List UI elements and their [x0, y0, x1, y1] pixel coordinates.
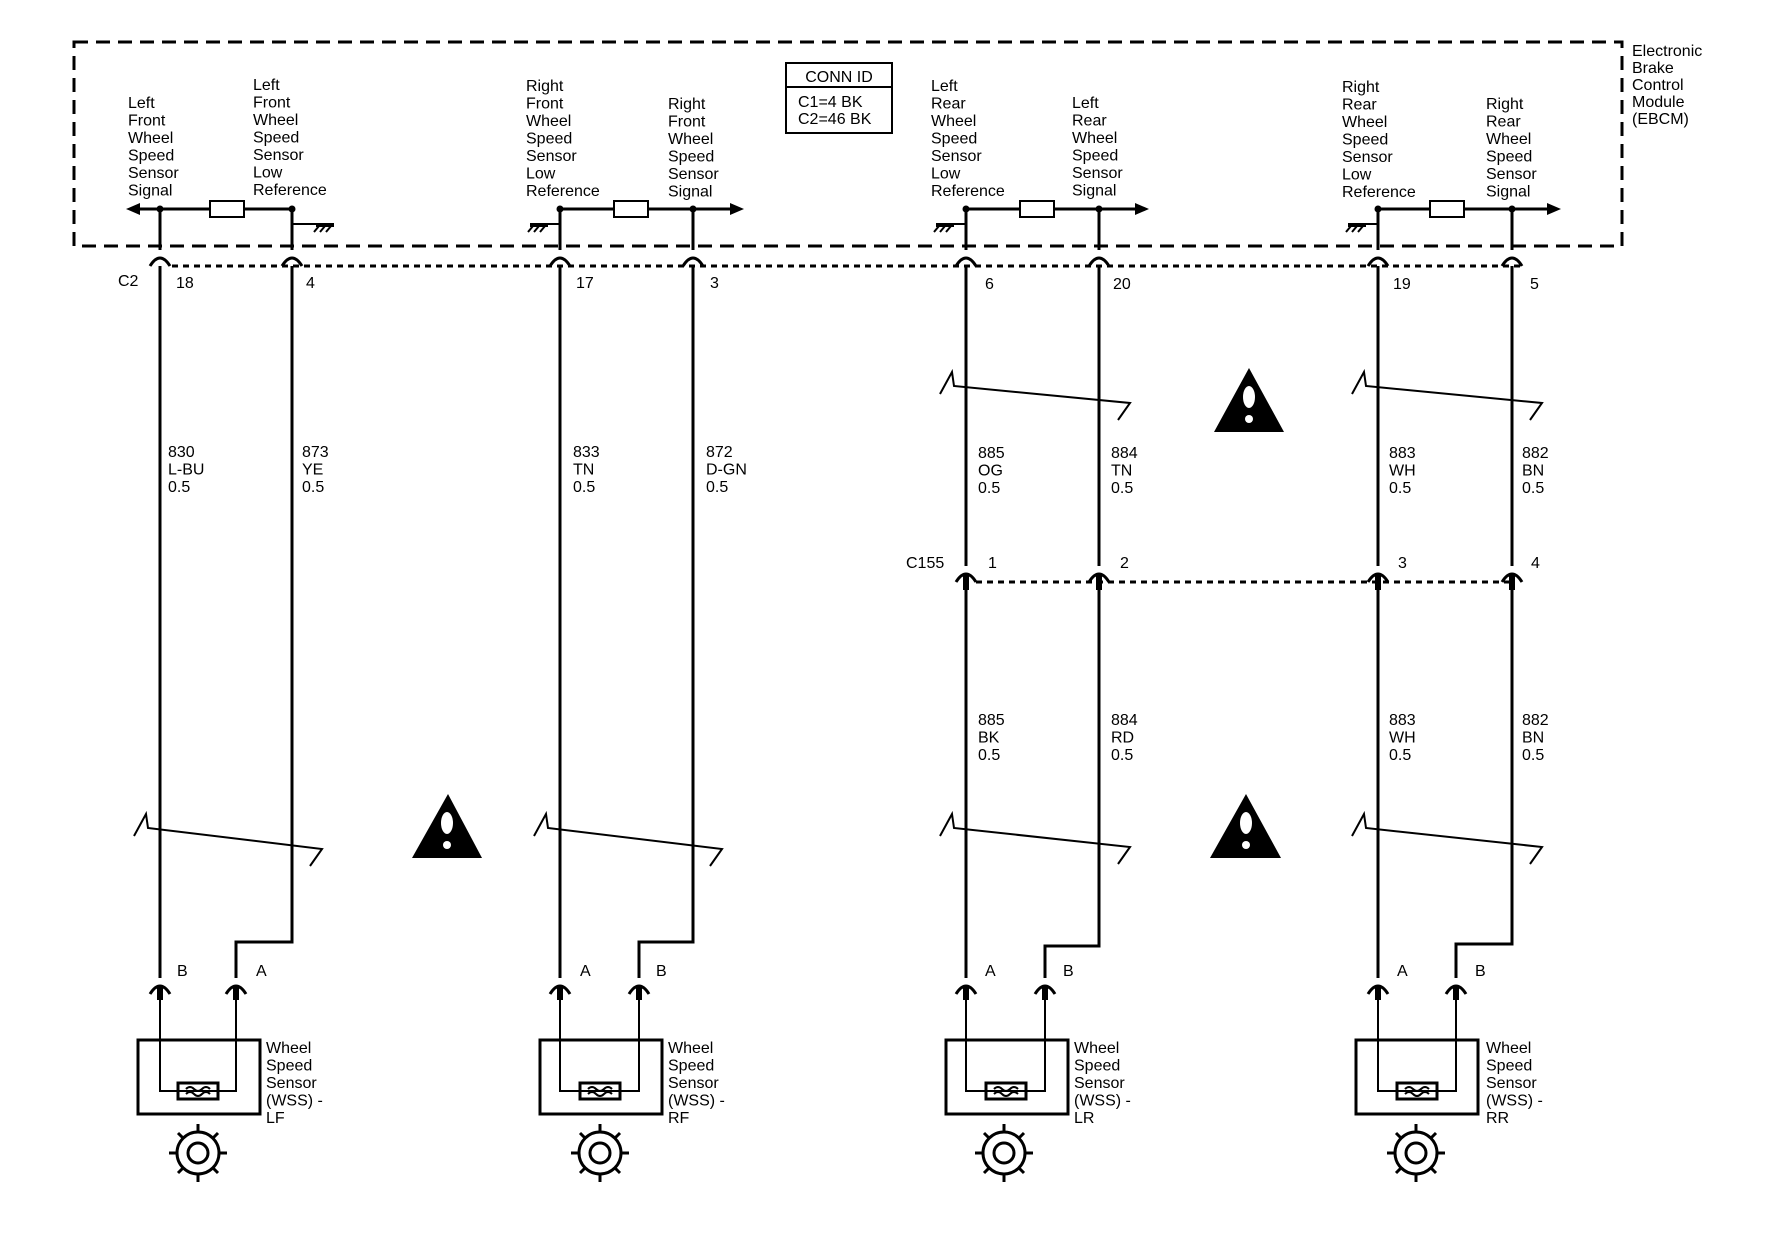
rf-low-ref-circuit: 833 TN 0.5: [573, 444, 604, 496]
conn-id-c1: C1=4 BK: [798, 94, 863, 111]
ebcm-outline: [72, 40, 1624, 248]
rr-wheel-speed-sensor: [1354, 1000, 1480, 1116]
lr-signal-sensor-pin: B: [1063, 963, 1074, 980]
gear-icon: [1387, 1124, 1445, 1182]
lr-low-ref-c155-pin: 1: [988, 555, 997, 572]
rr-signal-sensor-pin: B: [1475, 963, 1486, 980]
rr-low-ref-label: Right Rear Wheel Speed Sensor Low Refere…: [1342, 79, 1416, 201]
rr-sensor-label: Wheel Speed Sensor (WSS) - RR: [1486, 1040, 1547, 1127]
lf-signal-label: Left Front Wheel Speed Sensor Signal: [128, 95, 183, 200]
lr-low-ref-circuit: 885 OG 0.5: [978, 445, 1009, 497]
lr-signal-label: Left Rear Wheel Speed Sensor Signal: [1072, 95, 1127, 200]
rf-internal-circuit: [530, 200, 744, 250]
lr-low-ref-label: Left Rear Wheel Speed Sensor Low Referen…: [931, 78, 1005, 200]
rr-upper-twisted-pair: [1351, 368, 1544, 421]
rr-low-ref-lower-circuit: 883 WH 0.5: [1389, 712, 1420, 764]
rr-low-ref-pin: 19: [1393, 276, 1411, 293]
caution-icon: [1214, 368, 1284, 432]
rr-signal-label: Right Rear Wheel Speed Sensor Signal: [1486, 96, 1541, 201]
rf-wires: [558, 266, 695, 978]
rf-signal-pin: 3: [710, 275, 719, 292]
lr-sensor-connector: [954, 984, 1057, 1000]
lr-signal-lower-circuit: 884 RD 0.5: [1111, 712, 1142, 764]
caution-icon: [1210, 794, 1281, 858]
lr-signal-c155-pin: 2: [1120, 555, 1129, 572]
rf-low-ref-pin: 17: [576, 275, 594, 292]
lr-signal-pin: 20: [1113, 276, 1131, 293]
conn-id-c2: C2=46 BK: [798, 111, 872, 128]
lf-wires: [158, 266, 294, 978]
lr-low-ref-pin: 6: [985, 276, 994, 293]
lf-ground-icon: [313, 225, 334, 233]
rf-ground-icon: [527, 225, 548, 233]
lf-low-ref-label: Left Front Wheel Speed Sensor Low Refere…: [253, 77, 327, 199]
rr-signal-circuit: 882 BN 0.5: [1522, 445, 1553, 497]
lr-sensor-label: Wheel Speed Sensor (WSS) - LR: [1074, 1040, 1135, 1127]
lr-wheel-speed-sensor: [944, 1000, 1070, 1116]
rr-wires: [1376, 266, 1514, 978]
lf-low-ref-sensor-pin: A: [256, 963, 267, 980]
rr-ground-icon: [1345, 225, 1366, 233]
gear-icon: [169, 1124, 227, 1182]
lr-internal-circuit: [936, 200, 1149, 250]
c155-label: C155: [906, 555, 944, 572]
rf-signal-circuit: 872 D-GN 0.5: [706, 444, 751, 496]
lf-low-ref-pin: 4: [306, 275, 315, 292]
lr-ground-icon: [933, 225, 954, 233]
rf-signal-sensor-pin: B: [656, 963, 667, 980]
conn-id-box: CONN ID C1=4 BK C2=46 BK: [785, 62, 893, 134]
lf-sensor-connector: [148, 984, 248, 1000]
lf-signal-sensor-pin: B: [177, 963, 188, 980]
gear-icon: [975, 1124, 1033, 1182]
rr-lower-twisted-pair: [1351, 810, 1544, 865]
lr-signal-circuit: 884 TN 0.5: [1111, 445, 1142, 497]
rr-low-ref-sensor-pin: A: [1397, 963, 1408, 980]
lf-twisted-pair: [133, 810, 324, 867]
lr-lower-twisted-pair: [939, 810, 1132, 865]
rr-low-ref-c155-pin: 3: [1398, 555, 1407, 572]
rr-signal-lower-circuit: 882 BN 0.5: [1522, 712, 1553, 764]
conn-id-title: CONN ID: [805, 69, 873, 86]
lr-wires: [964, 266, 1101, 978]
rf-sensor-label: Wheel Speed Sensor (WSS) - RF: [668, 1040, 729, 1127]
rf-sensor-connector: [548, 984, 651, 1000]
lf-wheel-speed-sensor: [136, 1000, 262, 1116]
lf-low-ref-circuit: 873 YE 0.5: [302, 444, 333, 496]
rr-signal-pin: 5: [1530, 276, 1539, 293]
rf-signal-label: Right Front Wheel Speed Sensor Signal: [668, 96, 723, 201]
lr-upper-twisted-pair: [939, 368, 1132, 421]
caution-icon: [412, 794, 482, 858]
lf-signal-pin: 18: [176, 275, 194, 292]
ebcm-label: Electronic Brake Control Module (EBCM): [1632, 43, 1707, 128]
rf-wheel-speed-sensor: [538, 1000, 664, 1116]
lr-low-ref-lower-circuit: 885 BK 0.5: [978, 712, 1009, 764]
rr-signal-c155-pin: 4: [1531, 555, 1540, 572]
lf-internal-circuit: [126, 200, 334, 250]
c2-label: C2: [118, 273, 139, 290]
c155-connector: [954, 572, 1524, 590]
lf-signal-circuit: 830 L-BU 0.5: [168, 444, 209, 496]
rr-sensor-connector: [1366, 984, 1468, 1000]
rf-low-ref-label: Right Front Wheel Speed Sensor Low Refer…: [526, 78, 600, 200]
rr-low-ref-circuit: 883 WH 0.5: [1389, 445, 1420, 497]
rf-twisted-pair: [533, 810, 724, 867]
gear-icon: [571, 1124, 629, 1182]
lr-low-ref-sensor-pin: A: [985, 963, 996, 980]
c2-connector: [148, 256, 1524, 268]
lf-sensor-label: Wheel Speed Sensor (WSS) - LF: [266, 1040, 327, 1127]
rr-internal-circuit: [1348, 200, 1561, 250]
rf-low-ref-sensor-pin: A: [580, 963, 591, 980]
